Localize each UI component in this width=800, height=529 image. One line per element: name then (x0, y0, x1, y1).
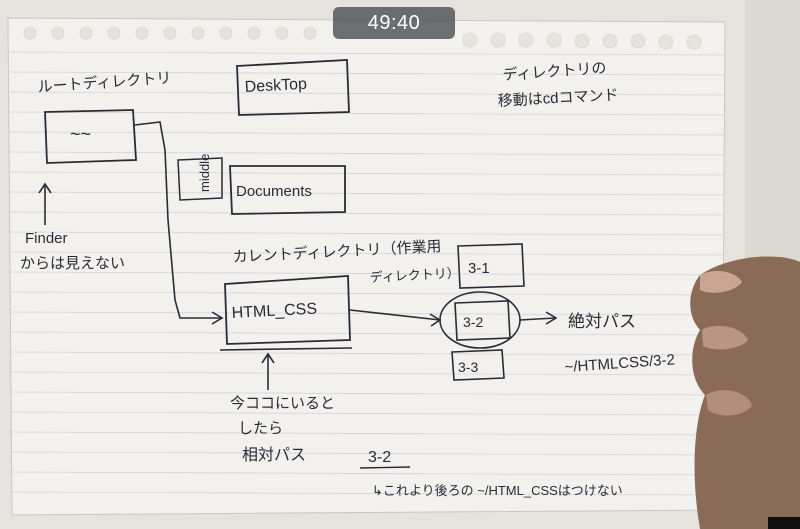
absolute-path-label: 絶対パス (568, 312, 636, 331)
desktop-box (236, 59, 350, 116)
root-directory-box-text: ~~ (70, 124, 91, 144)
folder-3-1-box (457, 243, 525, 289)
documents-label: Documents (236, 183, 312, 200)
middle-box (177, 157, 223, 201)
html-css-box (224, 275, 351, 345)
folder-3-3-box (451, 349, 505, 381)
folder-3-2-box (454, 300, 511, 341)
heading-line2: 移動はcdコマンド (497, 87, 619, 110)
here-note-line2: したら (238, 420, 283, 437)
folder-3-3-label: 3-3 (458, 359, 478, 375)
hand (690, 256, 800, 529)
relative-path-underline (359, 466, 411, 469)
folder-3-1-label: 3-1 (468, 260, 490, 277)
folder-to-absolute-arrow (519, 311, 558, 325)
finder-note-line1: Finder (25, 230, 68, 247)
paper-grid-lines (9, 51, 725, 496)
root-to-html-connector (134, 121, 224, 325)
here-note-line1: 今ココにいると (230, 395, 335, 412)
notebook-paper (7, 17, 726, 516)
middle-label: middle (197, 154, 212, 192)
finder-note-line2: からは見えない (20, 255, 125, 272)
finder-arrow (38, 182, 52, 225)
video-timestamp-badge: 49:40 (333, 7, 455, 39)
desktop-label: DeskTop (244, 76, 307, 96)
video-timestamp: 49:40 (367, 11, 421, 34)
punch-holes (23, 26, 702, 50)
current-directory-label-line2: ディレクトリ） (369, 265, 460, 285)
here-arrow (261, 352, 275, 390)
footnote: ↳これより後ろの ~/HTML_CSSはつけない (372, 483, 623, 498)
relative-path-value: 3-2 (368, 449, 391, 466)
html-css-label: HTML_CSS (231, 301, 317, 322)
html-css-underline (219, 347, 353, 351)
bottom-corner-bar (768, 517, 800, 529)
folder-3-2-label: 3-2 (463, 314, 483, 330)
root-directory-box (44, 109, 137, 164)
relative-path-label: 相対パス (242, 446, 306, 464)
documents-box (229, 165, 346, 215)
